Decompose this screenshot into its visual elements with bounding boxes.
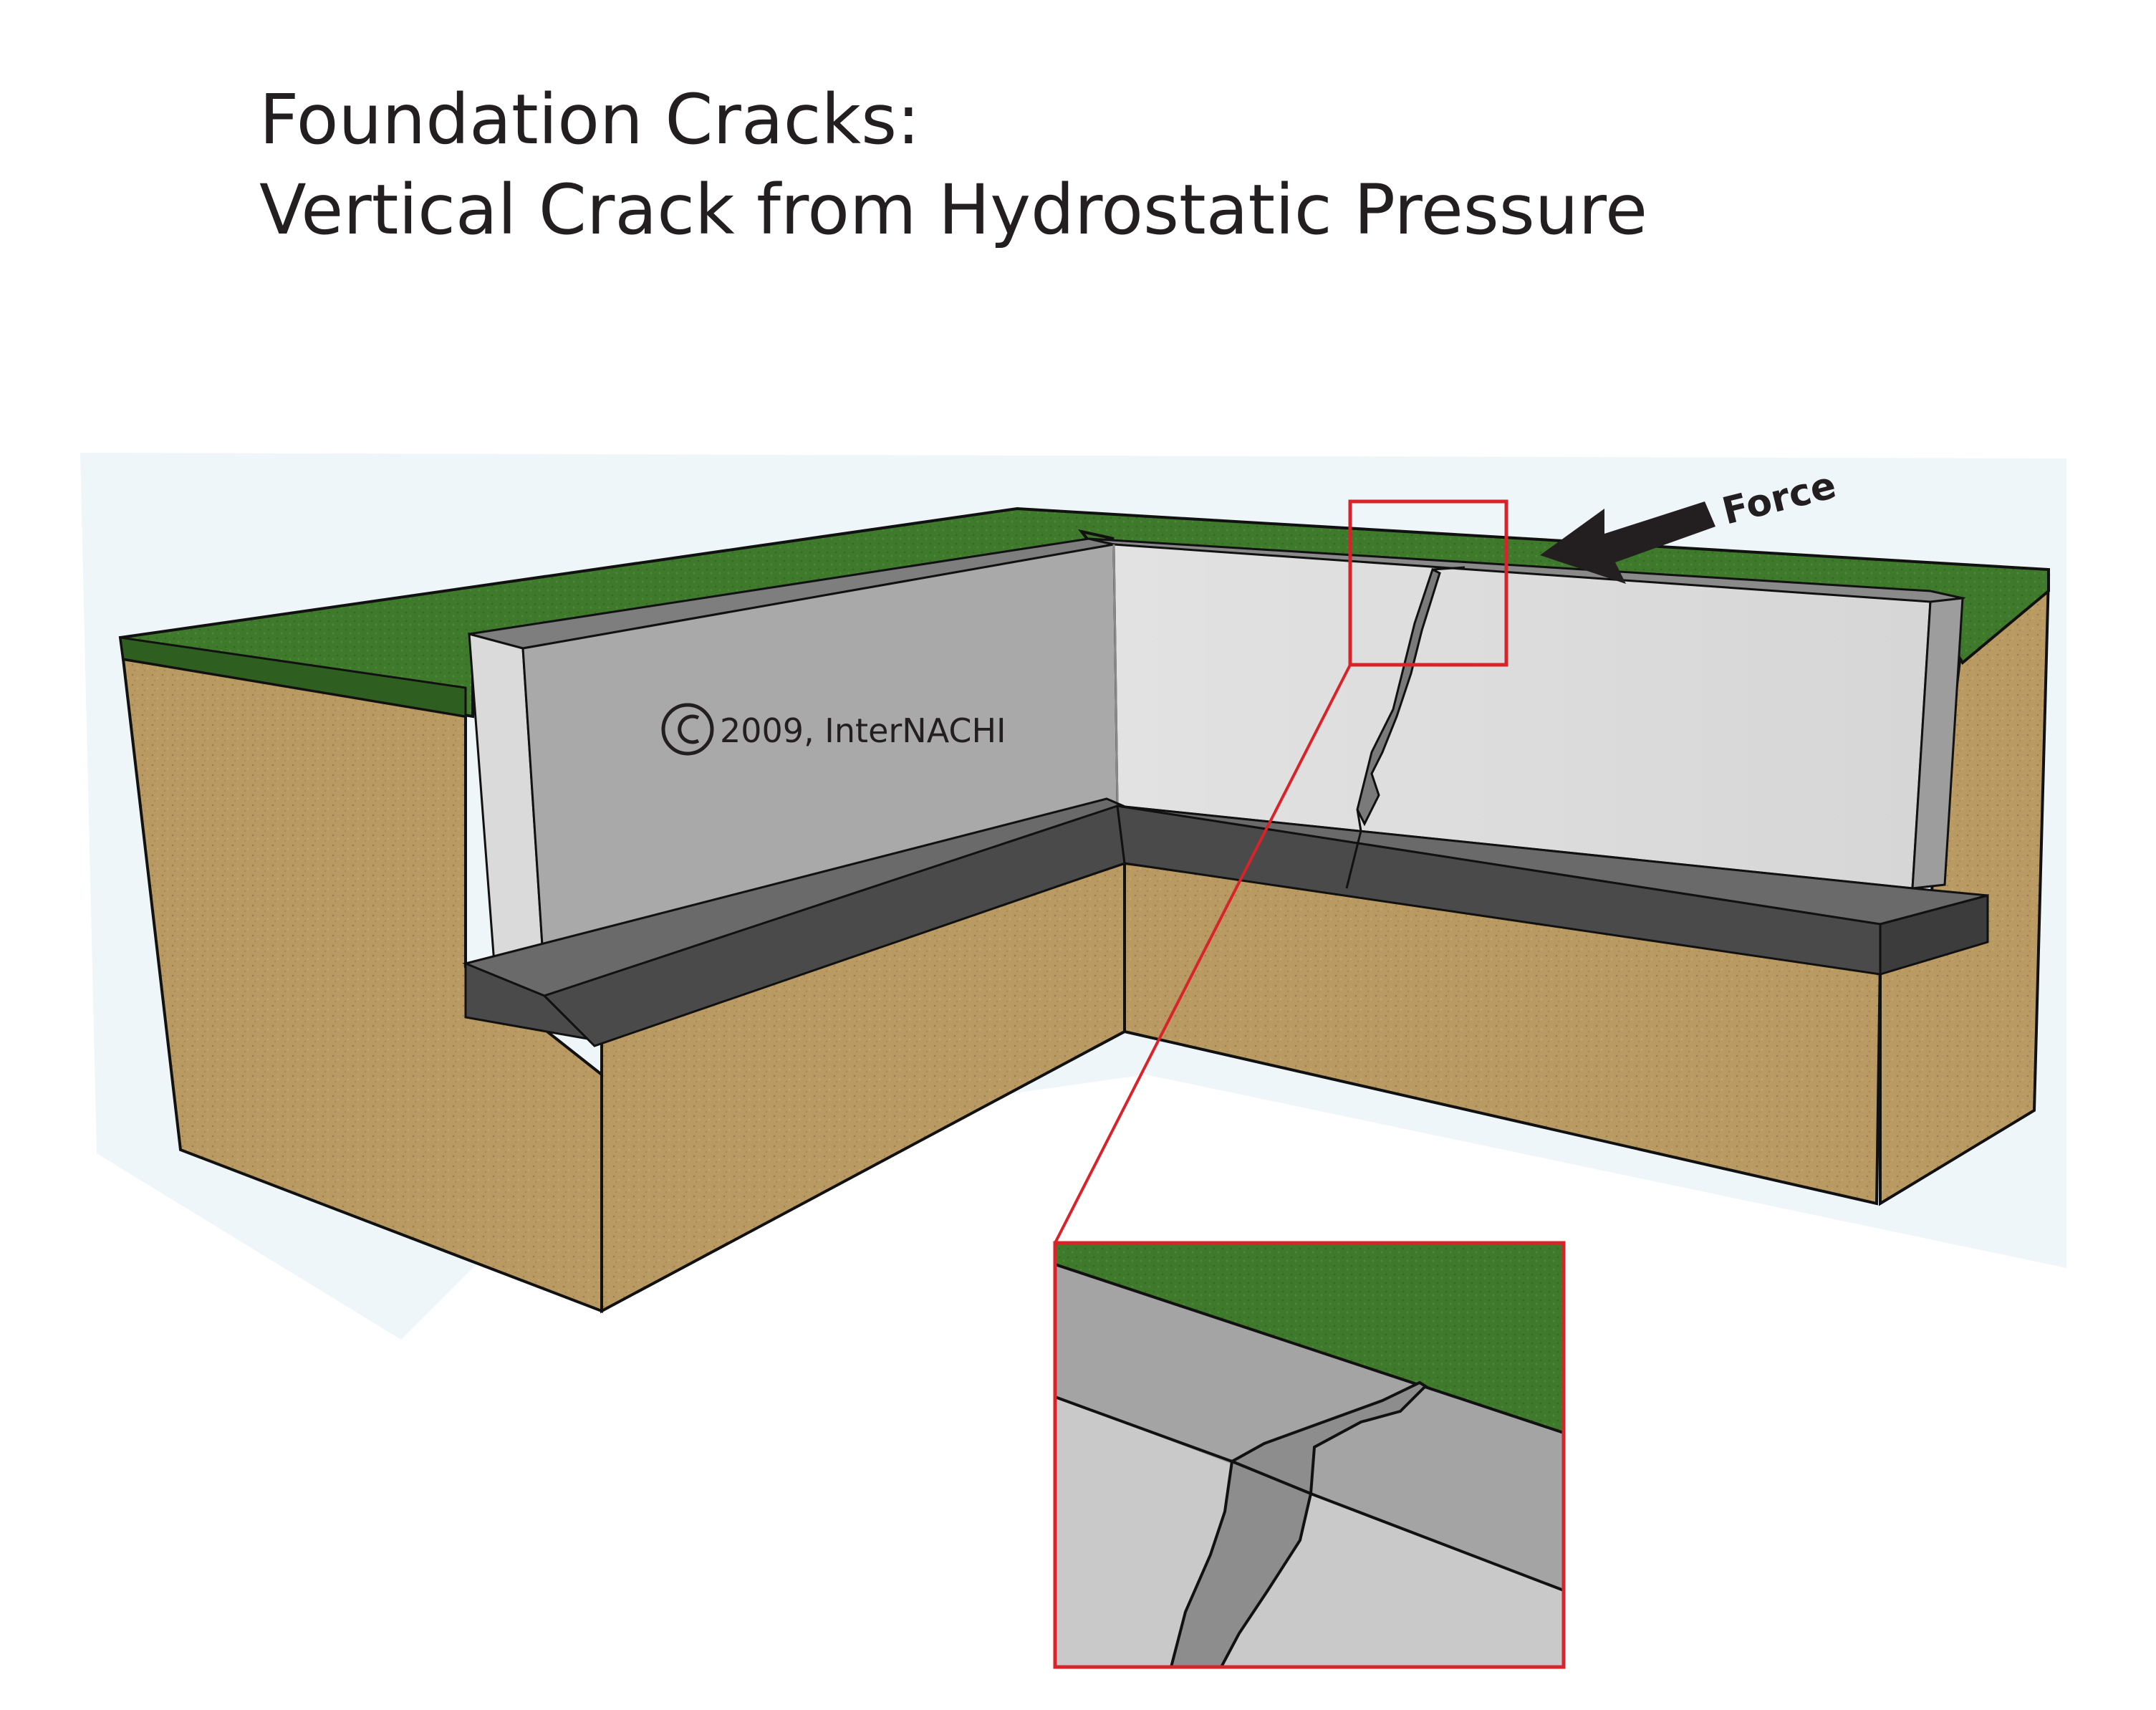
- inset-crack-face: [1169, 1459, 1313, 1667]
- title-line-1: Foundation Cracks:: [259, 80, 920, 160]
- arrow-icon: [1540, 501, 1715, 584]
- left-wall: [468, 537, 1119, 980]
- copyright-text: 2009, InterNACHI: [720, 711, 1006, 750]
- right-wall-end: [1911, 597, 1964, 890]
- crack-highlight-box: [1348, 499, 1508, 667]
- wall-crack: [1345, 566, 1466, 889]
- zoom-leader-lines: [1054, 664, 1352, 1244]
- inset-grass: [1055, 1243, 1564, 1433]
- inset-wall-face: [1055, 1397, 1564, 1667]
- crack-detail-inset: [1053, 1241, 1566, 1669]
- crack-hairline: [1345, 809, 1362, 889]
- diagram-title: Foundation Cracks: Vertical Crack from H…: [259, 80, 1647, 250]
- footing: [462, 797, 1989, 1047]
- copyright-icon: [661, 703, 714, 756]
- right-wall: [1088, 537, 1966, 890]
- wall-corner-edge: [1112, 544, 1119, 807]
- copyright-notice: 2009, InterNACHI: [661, 703, 1006, 756]
- footing-right-end: [1879, 894, 1989, 976]
- soil-block: [121, 574, 2051, 1314]
- inset-frame: [1053, 1241, 1566, 1669]
- grass-left-edge: [119, 636, 467, 718]
- title-line-2: Vertical Crack from Hydrostatic Pressure: [259, 170, 1647, 250]
- crack-opening: [1356, 567, 1441, 827]
- crack-top-step: [1432, 566, 1466, 571]
